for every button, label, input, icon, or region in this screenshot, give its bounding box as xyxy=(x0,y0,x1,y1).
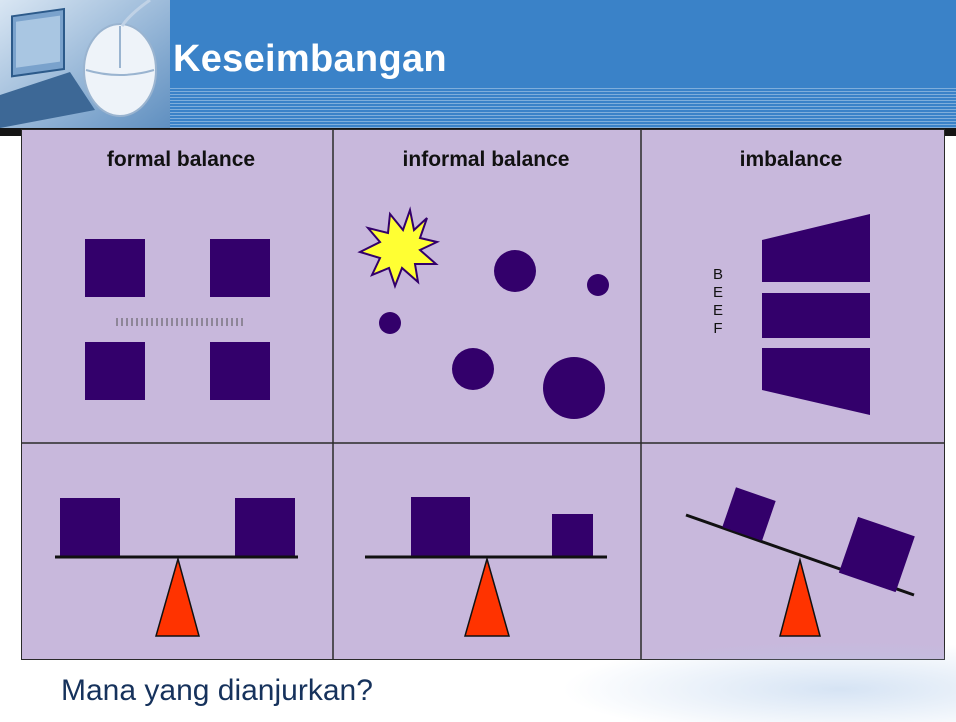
vertical-letters: B E E F xyxy=(708,266,728,338)
fulcrum-icon xyxy=(155,556,200,637)
panel-title-imbalance: imbalance xyxy=(739,148,843,171)
fulcrum-icon xyxy=(779,557,821,637)
panel-title-informal-balance: informal balance xyxy=(402,148,570,171)
formal-balance-shapes xyxy=(85,239,270,400)
imbalance-shapes xyxy=(762,214,870,415)
starburst-icon xyxy=(357,206,441,289)
header-pattern xyxy=(170,88,956,128)
slide-title: Keseimbangan xyxy=(173,38,447,80)
informal-balance-shapes xyxy=(357,206,609,419)
panel-title-formal-balance: formal balance xyxy=(106,148,256,171)
imbalance-scale xyxy=(685,487,915,637)
vertical-letter: B xyxy=(712,266,723,283)
vertical-letter: E xyxy=(712,284,723,301)
question-text: Mana yang dianjurkan? xyxy=(61,674,373,707)
vertical-letter: F xyxy=(713,320,723,337)
fulcrum-icon xyxy=(464,556,510,637)
decorative-swoosh xyxy=(560,640,956,722)
header-bar: Keseimbangan xyxy=(0,0,956,128)
vertical-letter: E xyxy=(712,302,723,319)
informal-balance-scale xyxy=(365,497,607,637)
formal-balance-scale xyxy=(55,498,298,637)
computer-mouse-photo-icon xyxy=(0,0,170,128)
balance-figure: formal balance informal balance imbalanc… xyxy=(21,129,945,660)
balance-illustration xyxy=(22,130,944,659)
